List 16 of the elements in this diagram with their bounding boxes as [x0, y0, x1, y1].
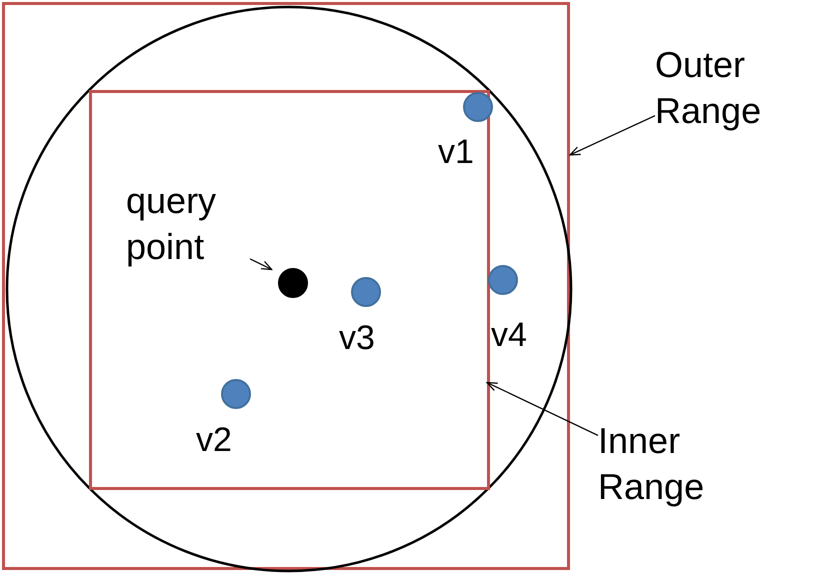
point-label: v2 [196, 420, 232, 460]
inner-range-square [89, 90, 490, 490]
point-label: v4 [491, 315, 527, 355]
leader-line [250, 258, 272, 270]
data-point-dot [221, 379, 251, 409]
point-label: v3 [339, 318, 375, 358]
leader-line [569, 115, 656, 156]
leader-line [486, 382, 598, 436]
point-label: v1 [438, 132, 474, 172]
range-label: Outer Range [655, 42, 775, 134]
range-label: Inner Range [598, 418, 718, 510]
query-point-dot [278, 268, 308, 298]
data-point-dot [463, 92, 493, 122]
query-point-label: query point [126, 178, 256, 288]
data-point-dot [488, 265, 518, 295]
data-point-dot [351, 277, 381, 307]
